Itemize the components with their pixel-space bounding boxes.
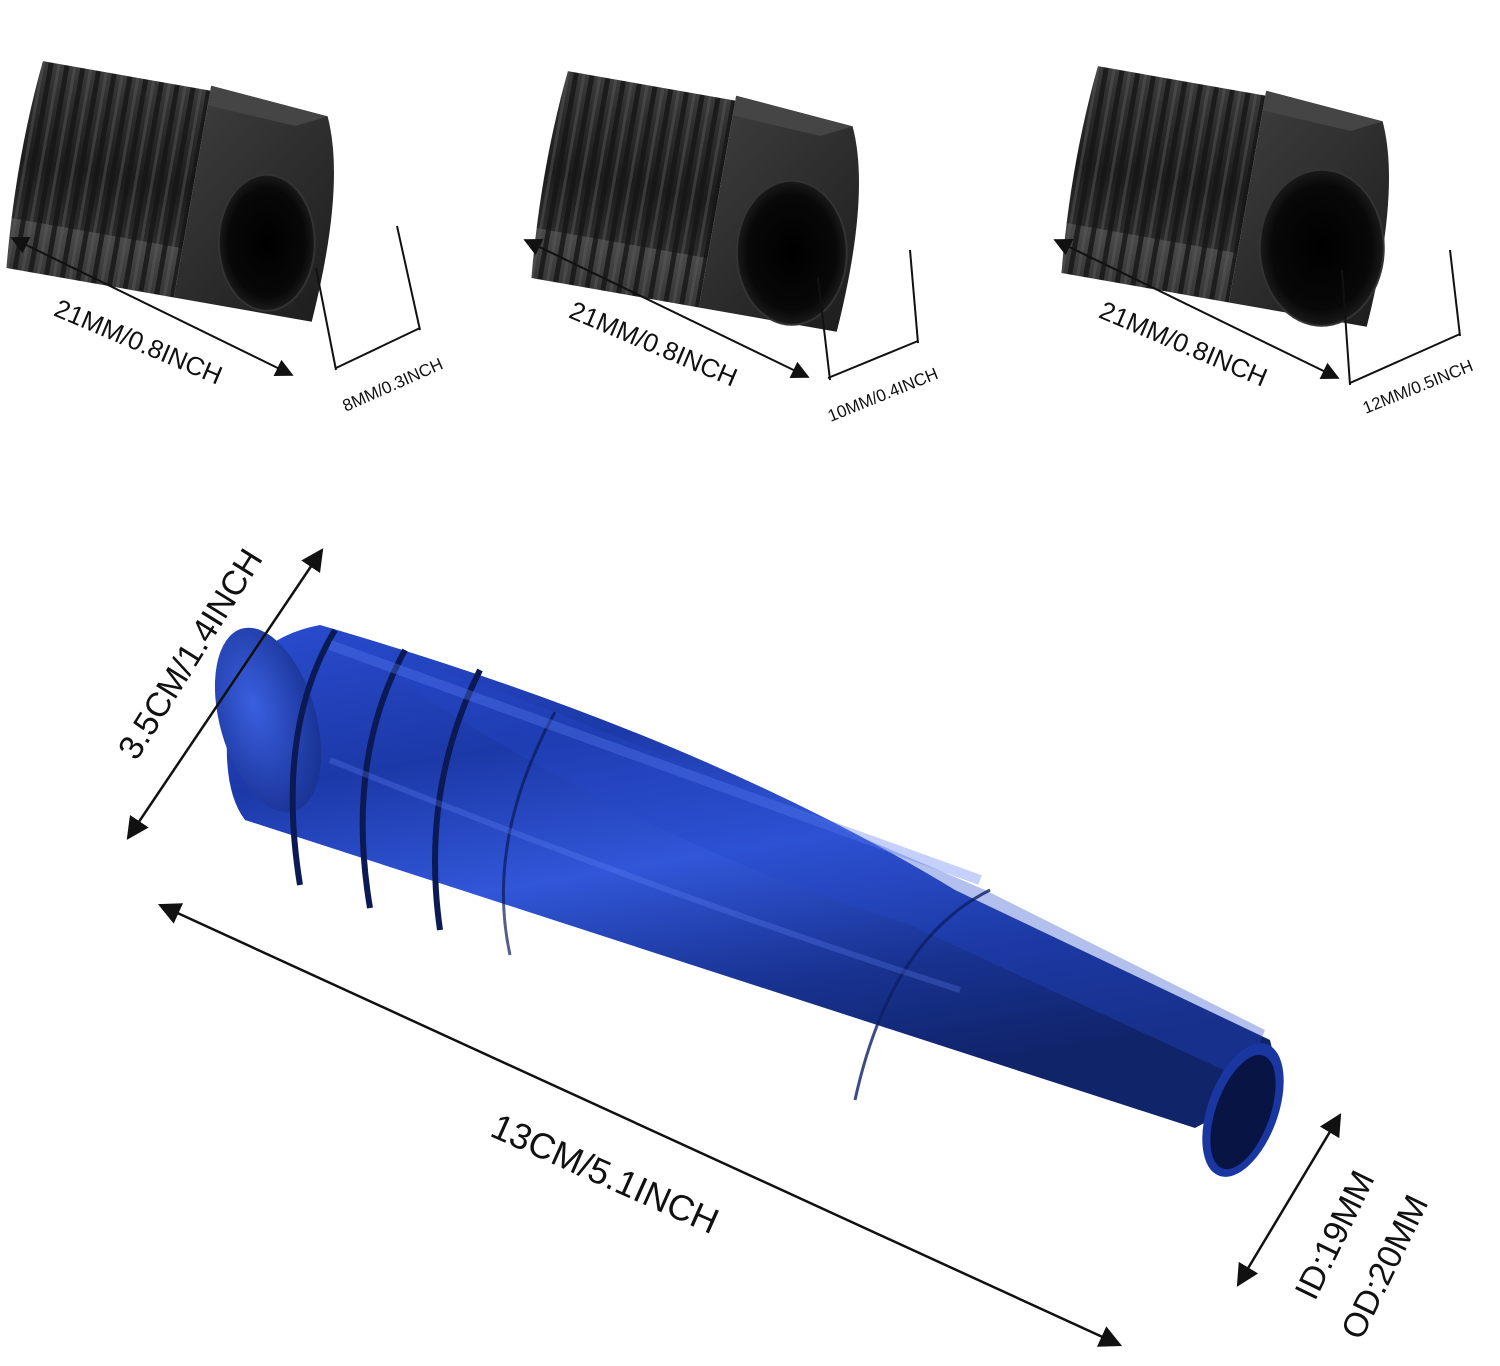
adapter-10mm-length-line <box>523 238 810 379</box>
adapter-8mm-bore-label: 8MM/0.3INCH <box>340 354 446 415</box>
adapter-12mm-bore-label: 12MM/0.5INCH <box>1360 356 1476 417</box>
adapter-12mm-length-line <box>1053 239 1340 379</box>
knob-length-line <box>157 903 1123 1347</box>
knob-length-label: 13CM/5.1INCH <box>485 1105 725 1242</box>
adapter-8mm-length-line <box>10 237 294 376</box>
adapter-10mm: 21MM/0.8INCH 10MM/0.4INCH <box>523 71 941 426</box>
adapter-8mm: 21MM/0.8INCH 8MM/0.3INCH <box>6 61 446 416</box>
knob-end-diameter-line <box>1236 1113 1342 1287</box>
adapter-8mm-bore-line <box>335 327 421 369</box>
adapter-10mm-bore-line <box>827 340 919 379</box>
adapter-8mm-length-label: 21MM/0.8INCH <box>50 293 227 391</box>
adapter-12mm: 21MM/0.8INCH 12MM/0.5INCH <box>1053 66 1476 418</box>
adapter-10mm-bore-label: 10MM/0.4INCH <box>825 364 941 425</box>
shift-knob <box>214 625 1284 1177</box>
adapter-12mm-bore-line <box>1349 333 1461 384</box>
adapter-12mm-length-label: 21MM/0.8INCH <box>1095 295 1272 393</box>
knob-diameter-line <box>126 548 324 840</box>
